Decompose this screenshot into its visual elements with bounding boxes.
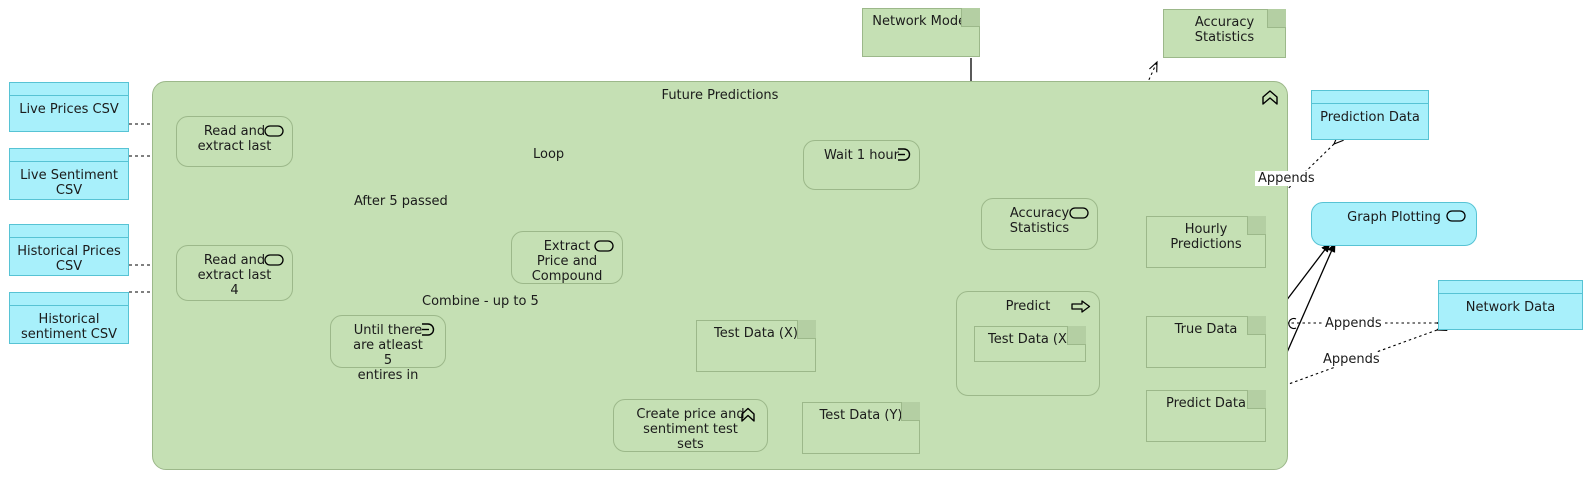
action-until-there-are-atleast-5-entires-in[interactable]: Until there are atleast 5 entires in [330, 315, 446, 383]
datastore-label: Live Sentiment CSV [20, 168, 118, 198]
note-fold-corner [1247, 390, 1266, 409]
action-read-and-extract-last[interactable]: Read and extract last [176, 116, 293, 167]
note-hourly-predictions[interactable]: Hourly Predictions [1146, 216, 1266, 268]
note-label: Accuracy Statistics [1194, 15, 1255, 45]
note-label: Hourly Predictions [1170, 222, 1242, 252]
note-test-data-y[interactable]: Test Data (Y) [802, 402, 920, 454]
action-label: Read and extract last [197, 124, 272, 154]
datastore-label: Historical Prices CSV [17, 244, 121, 274]
partition-title: Future Predictions [661, 88, 779, 103]
note-fold-corner [1247, 316, 1266, 335]
action-label: Predict [1005, 299, 1051, 314]
datastore-band [10, 293, 128, 306]
datastore-band [1312, 91, 1428, 104]
datastore-network-data[interactable]: Network Data [1438, 280, 1583, 330]
action-label: Wait 1 hour [824, 148, 900, 163]
action-label: Extract Price and Compound [531, 239, 603, 284]
datastore-band [10, 225, 128, 238]
datastore-label: Live Prices CSV [19, 102, 119, 117]
note-label: Predict Data [1166, 396, 1246, 411]
datastore-prediction-data[interactable]: Prediction Data [1311, 90, 1429, 140]
note-test-data-x-pin[interactable]: Test Data (X) [974, 326, 1086, 362]
note-label: True Data [1174, 322, 1238, 337]
note-network-model[interactable]: Network Model [862, 8, 980, 57]
note-fold-corner [1247, 216, 1266, 235]
datastore-label: Prediction Data [1320, 110, 1420, 125]
action-extract-price-and-compound[interactable]: Extract Price and Compound [511, 231, 623, 284]
action-label: Read and extract last 4 [197, 253, 272, 298]
note-accuracy-statistics[interactable]: Accuracy Statistics [1163, 9, 1286, 58]
datastore-historical-sentiment-csv[interactable]: Historical sentiment CSV [9, 292, 129, 344]
datastore-live-prices-csv[interactable]: Live Prices CSV [9, 82, 129, 132]
note-fold-corner [797, 320, 816, 339]
note-fold-corner [1067, 326, 1086, 345]
note-label: Test Data (X) [714, 326, 798, 341]
note-test-data-x[interactable]: Test Data (X) [696, 320, 816, 372]
action-label: Graph Plotting [1347, 210, 1441, 225]
action-read-and-extract-last-4[interactable]: Read and extract last 4 [176, 245, 293, 301]
edge-label-appends-prediction-data: Appends [1255, 171, 1318, 186]
action-label: Accuracy Statistics [1009, 206, 1070, 236]
datastore-label: Network Data [1465, 300, 1556, 315]
datastore-band [10, 83, 128, 96]
datastore-historical-prices-csv[interactable]: Historical Prices CSV [9, 224, 129, 276]
action-graph-plotting[interactable]: Graph Plotting [1311, 202, 1477, 246]
note-fold-corner [1267, 9, 1286, 28]
action-label: Until there are atleast 5 entires in [353, 323, 423, 383]
datastore-live-sentiment-csv[interactable]: Live Sentiment CSV [9, 148, 129, 200]
note-label: Test Data (Y) [819, 408, 903, 423]
datastore-band [10, 149, 128, 162]
action-create-price-and-sentiment-test-sets[interactable]: Create price and sentiment test sets [613, 399, 768, 452]
send-signal-icon [1071, 300, 1091, 313]
action-accuracy-statistics[interactable]: Accuracy Statistics [981, 198, 1098, 250]
action-icon [1446, 210, 1466, 222]
datastore-band [1439, 281, 1582, 294]
datastore-label: Historical sentiment CSV [20, 312, 118, 342]
edge-label-loop: Loop [530, 147, 568, 162]
note-fold-corner [901, 402, 920, 421]
edge-label-combine-up-to-5: Combine - up to 5 [422, 294, 539, 309]
note-true-data[interactable]: True Data [1146, 316, 1266, 368]
edge-label-appends-true-data: Appends [1322, 316, 1385, 331]
edge-label-after-5-passed: After 5 passed [354, 194, 448, 209]
note-label: Network Model [872, 14, 970, 29]
edge-label-appends-predict-data: Appends [1320, 352, 1383, 367]
note-fold-corner [961, 8, 980, 27]
note-predict-data[interactable]: Predict Data [1146, 390, 1266, 442]
action-wait-1-hour[interactable]: Wait 1 hour [803, 140, 920, 190]
action-label: Create price and sentiment test sets [636, 407, 745, 452]
